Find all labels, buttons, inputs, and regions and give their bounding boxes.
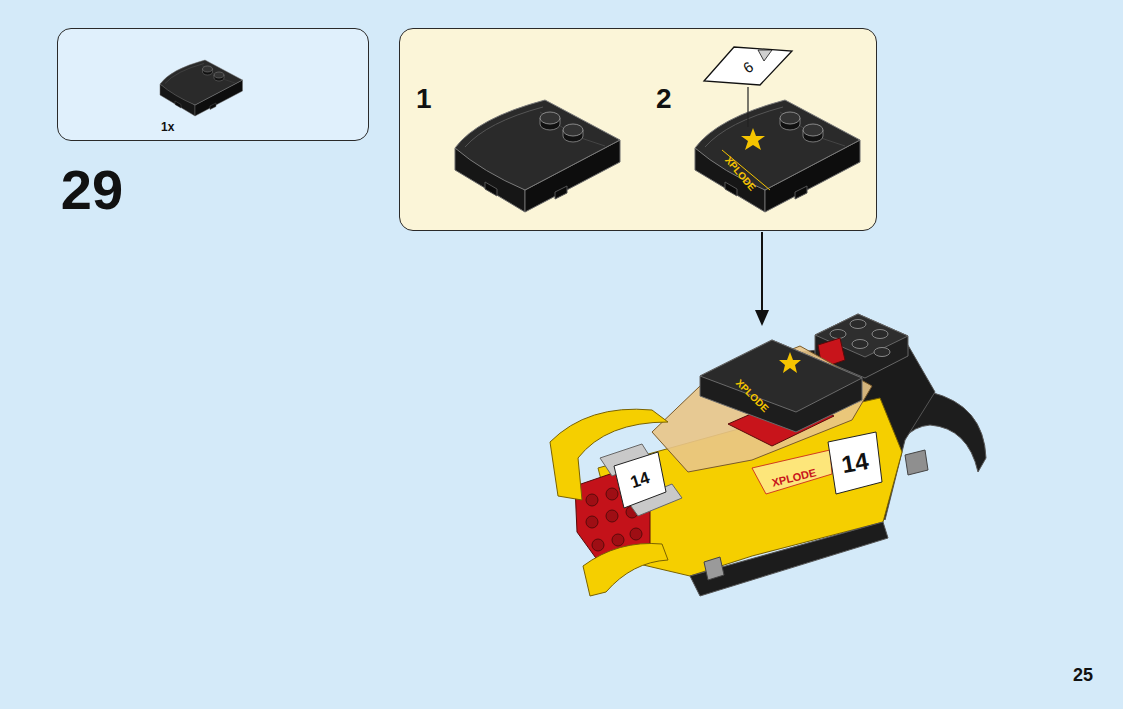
stud xyxy=(830,330,846,339)
arrow-head xyxy=(755,310,769,326)
sticker-star xyxy=(741,128,765,150)
stud xyxy=(874,348,890,357)
lower-fender xyxy=(583,543,668,596)
number-plate xyxy=(828,432,882,494)
stud xyxy=(592,539,604,551)
stud xyxy=(612,534,624,546)
stud xyxy=(852,340,868,349)
side-sticker xyxy=(752,450,832,494)
leader-line xyxy=(747,87,748,127)
race-number: 14 xyxy=(840,449,870,477)
arrow-shaft xyxy=(761,232,763,314)
stud xyxy=(586,516,598,528)
step-arrow xyxy=(755,232,769,326)
race-car xyxy=(550,314,986,596)
stud xyxy=(586,494,598,506)
sub-step-number: 1 xyxy=(416,85,432,113)
page-number: 25 xyxy=(1073,666,1093,684)
part-slope xyxy=(695,100,860,212)
stud xyxy=(606,488,618,500)
stud xyxy=(606,510,618,522)
stud xyxy=(850,320,866,329)
sticker-callout: 6 xyxy=(702,45,794,87)
sub-step-number: 2 xyxy=(656,85,672,113)
part-count: 1x xyxy=(161,121,174,133)
callout-fold xyxy=(758,50,772,61)
roof-top xyxy=(700,340,862,412)
callout-card xyxy=(704,47,792,85)
number-plate xyxy=(614,452,666,508)
roof-star xyxy=(779,352,801,373)
skirt xyxy=(690,522,888,596)
step-number: 29 xyxy=(61,162,123,218)
hinge xyxy=(905,450,928,475)
stud xyxy=(630,528,642,540)
roof xyxy=(700,340,862,432)
hinge xyxy=(704,557,724,580)
part-slope xyxy=(160,60,243,116)
stud xyxy=(872,330,888,339)
part-slope xyxy=(455,100,620,212)
